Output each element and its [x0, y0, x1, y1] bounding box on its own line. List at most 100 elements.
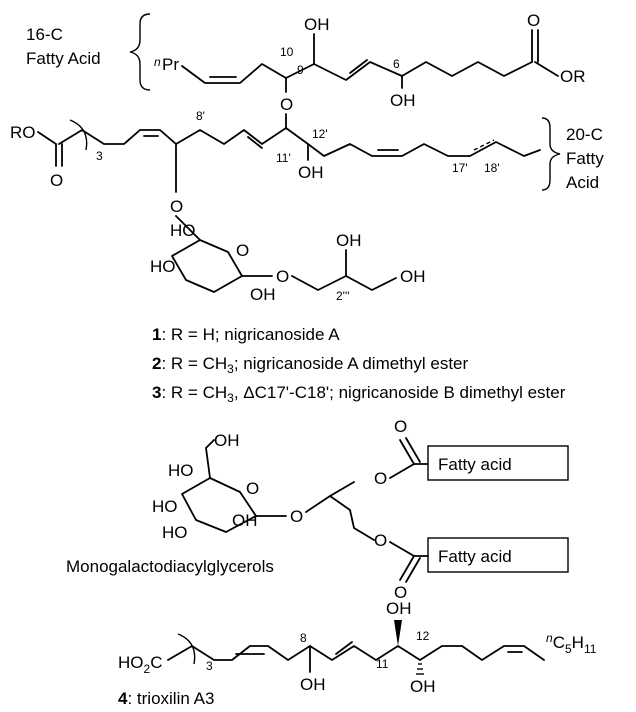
tx-c: C	[150, 653, 162, 672]
mgdg-c6b	[205, 439, 215, 449]
oh-c6: OH	[390, 91, 416, 110]
ester-bond-left	[37, 131, 57, 145]
tx-oh-top: OH	[386, 599, 412, 618]
tx-hash-c12	[416, 663, 424, 675]
mgdg-o-top: O	[374, 469, 387, 488]
mgdg-fa-bot-box	[427, 537, 569, 573]
tx-locant-c8: 8	[300, 631, 307, 645]
locant-c2ppp: 2'''	[336, 289, 350, 303]
locant-c18p: 18'	[484, 161, 500, 175]
tx-ho: HO	[118, 653, 144, 672]
mgdg-structure: OH HO HO HO OH O O O O Fatty acid O O Fa…	[66, 417, 569, 602]
tx-locant-c12: 12	[416, 629, 430, 643]
compound-2-rest: ; nigricanoside A dimethyl ester	[234, 354, 469, 373]
dashed-double-bond	[473, 139, 495, 151]
tx-chain	[167, 645, 545, 661]
compound-3-sub: 3	[227, 391, 234, 405]
tx-oh-c8: OH	[300, 675, 326, 694]
mgdg-fa-bot: Fatty acid	[438, 547, 512, 566]
mgdg-ester-top	[389, 463, 415, 479]
ether-o: O	[280, 95, 293, 114]
fatty-acid-16c: 16-C Fatty Acid n Pr OH OH O OR 10 9 6 O	[26, 11, 586, 129]
tx-wedge-c11	[394, 620, 402, 646]
mgdg-ring	[181, 477, 257, 533]
compound-3-rest: , ΔC17'-C18'; nigricanoside B dimethyl e…	[234, 383, 566, 402]
tx-caption: 4: trioxilin A3	[118, 689, 214, 708]
locant-c10: 10	[280, 45, 294, 59]
brace-right-label-1: 20-C	[566, 125, 603, 144]
mgdg-co-top-2	[405, 437, 421, 463]
compound-2-text: : R = CH	[161, 354, 227, 373]
mgdg-ring-o: O	[246, 479, 259, 498]
tx-repeat: 3	[206, 659, 213, 673]
brace-left-label-2: Fatty Acid	[26, 49, 101, 68]
double-bond-trans	[349, 59, 368, 74]
galactose-ring	[171, 239, 243, 293]
locant-c17p: 17'	[452, 161, 468, 175]
carbonyl-o: O	[527, 11, 540, 30]
compound-1: 1: R = H; nigricanoside A	[152, 325, 340, 344]
mgdg-co-top: O	[394, 417, 407, 436]
npr-label: Pr	[162, 55, 179, 74]
carbonyl-o-left: O	[50, 171, 63, 190]
compound-list: 1: R = H; nigricanoside A 2: R = CH3; ni…	[152, 325, 566, 405]
glyco-o: O	[170, 197, 183, 216]
compound-3-num: 3	[152, 383, 161, 402]
glycerol-chain	[291, 275, 397, 291]
mgdg-glycerol-down	[329, 495, 375, 541]
mgdg-fa-top-box	[427, 445, 569, 481]
tx-trans	[335, 641, 353, 655]
brace-right	[541, 117, 561, 191]
mgdg-ester-bot	[389, 541, 415, 557]
mgdg-co-bot-2	[405, 557, 421, 583]
oh-gly2: OH	[400, 267, 426, 286]
mgdg-co-bot: O	[394, 583, 407, 602]
c6-bond	[175, 215, 201, 241]
compound-2: 2: R = CH3; nigricanoside A dimethyl est…	[152, 354, 468, 376]
mgdg-oh1: OH	[214, 431, 240, 450]
locant-c11p: 11'	[276, 151, 291, 165]
mgdg-o-bot: O	[374, 531, 387, 550]
tx-oh-c12: OH	[410, 677, 436, 696]
oh-c10: OH	[304, 15, 330, 34]
oh-c12p: OH	[298, 163, 324, 182]
compound-3: 3: R = CH3, ΔC17'-C18'; nigricanoside B …	[152, 383, 566, 405]
tx-c5h11: nC5H11	[546, 631, 597, 656]
mgdg-caption: Monogalactodiacylglycerols	[66, 557, 274, 576]
npr-super: n	[154, 55, 161, 69]
repeat-count: 3	[96, 149, 103, 163]
locant-c6: 6	[393, 57, 400, 71]
compound-1-num: 1	[152, 325, 161, 344]
tx-locant-c11: 11	[376, 657, 389, 671]
locant-c9: 9	[297, 63, 304, 77]
fatty-acid-20c: RO O 3 8' 12' 11' 17' 18' OH 20-C Fatty …	[10, 109, 604, 216]
mgdg-fa-top: Fatty acid	[438, 455, 512, 474]
brace-right-label-2: Fatty	[566, 149, 604, 168]
mgdg-co-bot-1	[399, 555, 415, 581]
tx-caption-num: 4	[118, 689, 128, 708]
chain-16c	[181, 61, 533, 84]
tx-caption-text: : trioxilin A3	[127, 689, 214, 708]
oh-gly1: OH	[336, 231, 362, 250]
oh-c: OH	[250, 285, 276, 304]
brace-right-label-3: Acid	[566, 173, 599, 192]
mgdg-ho1: HO	[168, 461, 194, 480]
ho-a: HO	[170, 221, 196, 240]
locant-c8p: 8'	[196, 109, 205, 123]
ho-b: HO	[150, 257, 176, 276]
tx-c5-h: H	[572, 633, 584, 652]
compound-2-sub: 3	[227, 362, 234, 376]
mgdg-link-o: O	[290, 507, 303, 526]
ester-or: OR	[560, 67, 586, 86]
compound-2-num: 2	[152, 354, 161, 373]
compound-1-text: : R = H; nigricanoside A	[161, 325, 340, 344]
mgdg-ho3: HO	[162, 523, 188, 542]
tx-c5-c: C	[553, 633, 565, 652]
mgdg-c6	[205, 447, 211, 479]
chain-20c	[58, 127, 541, 157]
ro-left: RO	[10, 123, 36, 142]
tx-ho2c: HO2C	[118, 653, 162, 676]
compound-3-text: : R = CH	[161, 383, 227, 402]
galactosyl-glycerol: HO HO OH O O OH OH 2'''	[150, 215, 426, 304]
